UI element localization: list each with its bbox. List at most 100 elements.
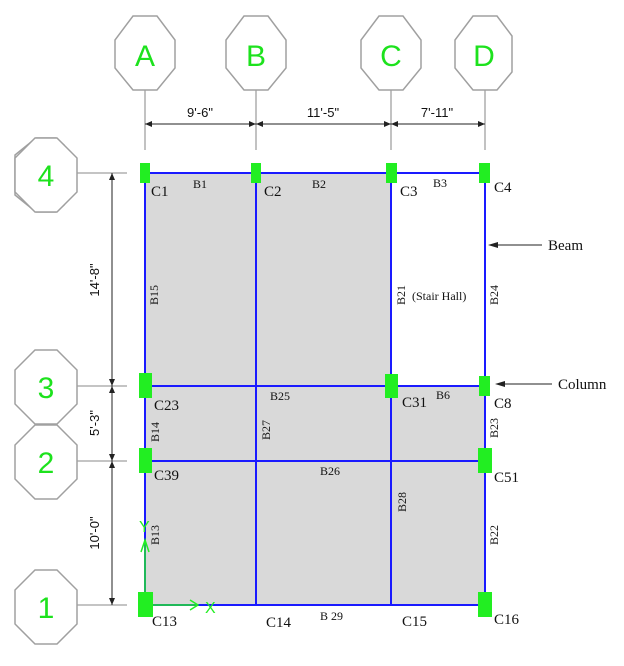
polygon-shape [109, 173, 115, 180]
polygon-shape [145, 121, 152, 127]
dim-a-b: 9'-6" [187, 105, 213, 120]
grid-bubble-C: C [360, 15, 422, 91]
polygon-shape [256, 121, 263, 127]
polygon-shape [109, 454, 115, 461]
columns-c14-label: C14 [266, 615, 292, 631]
column-c23 [139, 373, 152, 398]
beam-labels: B1 B2 B3 B15 B21 B24 B25 B6 B14 B27 B23 … [147, 176, 501, 623]
polygon-shape [391, 121, 398, 127]
polygon-shape [114, 15, 176, 91]
grid-columns-0-label-label: A [135, 40, 155, 73]
column-annotation: Column [495, 377, 607, 393]
columns-c13-label: C13 [152, 614, 177, 630]
grid-rows-0-label-label: 4 [38, 160, 55, 193]
columns-c15-label: C15 [402, 614, 427, 630]
grid-bubble-2: 2 [14, 424, 78, 500]
annotations-beam-label: Beam [548, 238, 583, 254]
column-c16 [478, 592, 492, 617]
beams-b13-label: B13 [148, 525, 162, 545]
columns-c31-label: C31 [402, 395, 427, 411]
beams-b26-label: B26 [320, 464, 340, 478]
column-c1 [140, 163, 150, 183]
polygon-shape [384, 121, 391, 127]
dim-b-c: 11'-5" [307, 105, 340, 120]
columns-c1-label: C1 [151, 184, 169, 200]
polygon-shape [454, 15, 513, 91]
beams-b14-label: B14 [148, 422, 162, 442]
column-c4 [479, 163, 490, 183]
column-c3 [386, 163, 397, 183]
columns-c23-label: C23 [154, 398, 179, 414]
column-c31 [385, 374, 398, 398]
grid-rows-2-label-label: 2 [38, 447, 55, 480]
y-axis-label: Y [139, 519, 150, 536]
polygon-shape [14, 569, 78, 645]
beams-b25-label: B25 [270, 389, 290, 403]
grid-bubble-4: 4 [14, 137, 78, 213]
rect-shape [145, 173, 391, 386]
dim-2-1: 10'-0" [87, 516, 102, 550]
polygon-shape [225, 15, 287, 91]
beams-b6-label: B6 [436, 388, 450, 402]
polygon-shape [14, 349, 78, 425]
beams-b22-label: B22 [487, 525, 501, 545]
column-c51 [478, 448, 492, 473]
grid-columns-2-label-label: C [380, 40, 402, 73]
column-c2 [251, 163, 261, 183]
column-c39 [139, 448, 152, 473]
beams-b24-label: B24 [487, 285, 501, 305]
columns-c8-label: C8 [494, 396, 512, 412]
beams-b3-label: B3 [433, 176, 447, 190]
grid-bubble-A: A [114, 15, 176, 91]
dim-c-d: 7'-11" [421, 105, 454, 120]
slab [145, 173, 485, 605]
polyline-shape [140, 537, 150, 553]
polyline-shape [189, 599, 200, 611]
columns-c51-label: C51 [494, 470, 519, 486]
grid-bubble-3: 3 [14, 349, 78, 425]
grid-rows-1-label-label: 3 [38, 372, 55, 405]
grid-bubble-1: 1 [14, 569, 78, 645]
grid-bubble-B: B [225, 15, 287, 91]
polygon-shape [109, 461, 115, 468]
polygon-shape [109, 379, 115, 386]
beam-annotation: Beam [488, 238, 583, 254]
columns-c4-label: C4 [494, 180, 512, 196]
polygon-shape [14, 137, 78, 213]
dim-4-3: 14'-8" [87, 263, 102, 297]
arrow-left-icon [495, 381, 505, 387]
column-labels: C1 C2 C3 C4 C23 C31 C8 C39 C51 C13 C14 C… [151, 180, 520, 631]
polygon-shape [478, 121, 485, 127]
stair-hall-label: (Stair Hall) [412, 289, 466, 303]
beams [144, 172, 486, 606]
x-axis-label: X [205, 600, 216, 617]
grid-rows-3-label-label: 1 [38, 592, 55, 625]
polygon-shape [360, 15, 422, 91]
beams-b15-label: B15 [147, 285, 161, 305]
polygon-shape [109, 598, 115, 605]
vertical-dimensions: 14'-8" 5'-3" 10'-0" [87, 173, 115, 605]
arrow-left-icon [488, 242, 498, 248]
grid-bubble-D: D [454, 15, 513, 91]
polygon-shape [109, 386, 115, 393]
horizontal-dimensions: 9'-6" 11'-5" 7'-11" [145, 105, 485, 127]
polygon-shape [14, 424, 78, 500]
columns-c2-label: C2 [264, 184, 282, 200]
beams-b1-label: B1 [193, 177, 207, 191]
grid-lines [77, 90, 486, 606]
columns-c3-label: C3 [400, 184, 418, 200]
axis-marker: X Y [139, 519, 216, 617]
beams-b23-label: B23 [487, 418, 501, 438]
beams-b21-label: B21 [394, 285, 408, 305]
grid-columns-3-label-label: D [473, 40, 495, 73]
beams-b2-label: B2 [312, 177, 326, 191]
dim-3-2: 5'-3" [87, 410, 102, 436]
columns-c16-label: C16 [494, 612, 520, 628]
beams-b27-label: B27 [259, 420, 273, 440]
column-c8 [479, 376, 490, 396]
grid-columns-1-label-label: B [246, 40, 266, 73]
annotations-column-label: Column [558, 377, 607, 393]
polygon-shape [249, 121, 256, 127]
beams-b28-label: B28 [395, 492, 409, 512]
